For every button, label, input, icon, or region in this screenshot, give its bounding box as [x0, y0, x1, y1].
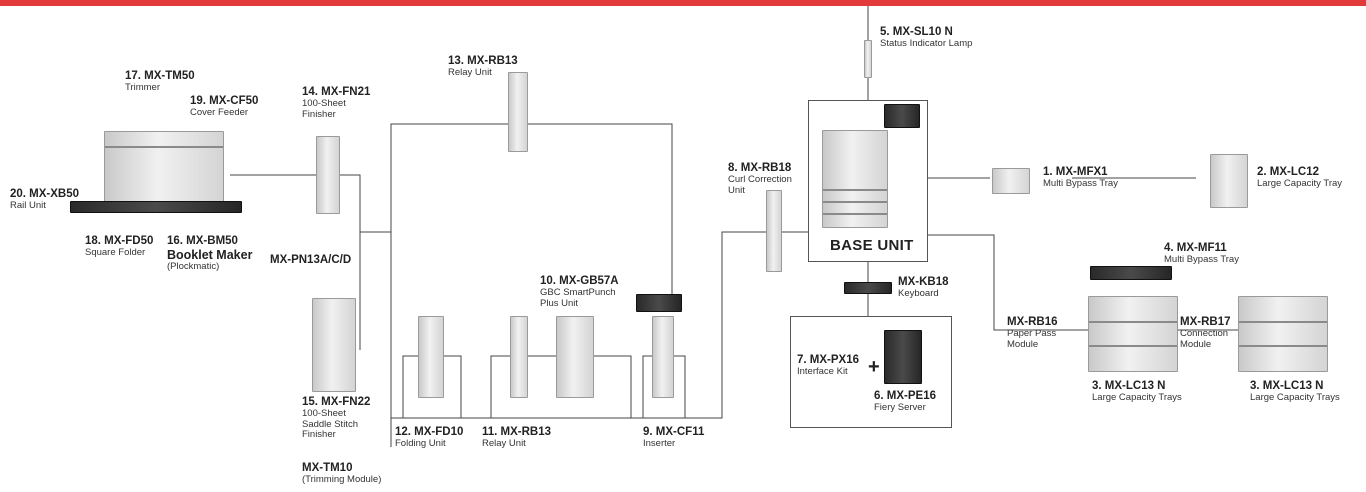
label-mx-pn13: MX-PN13A/C/D: [270, 254, 352, 266]
large-capacity-tray-2: [1210, 154, 1248, 208]
inserter-machine: [652, 316, 674, 398]
cover-feeder-machine: [104, 131, 224, 203]
keyboard-image: [844, 282, 892, 294]
rail-unit-base: [70, 201, 242, 213]
plus-sign: +: [868, 356, 880, 378]
base-unit-label: BASE UNIT: [830, 237, 914, 254]
base-unit-machine: [822, 130, 888, 228]
base-unit-control-panel: [884, 104, 920, 128]
fiery-server-image: [884, 330, 922, 384]
large-capacity-trays-3b: [1238, 296, 1328, 372]
saddle-finisher-machine: [312, 298, 356, 392]
top-accent-bar: [0, 0, 1366, 6]
finisher-21-machine: [316, 136, 340, 214]
curl-unit-machine: [766, 190, 782, 272]
bypass-tray-1: [992, 168, 1030, 194]
folding-unit-machine: [418, 316, 444, 398]
large-capacity-trays-3a: [1088, 296, 1178, 372]
status-lamp: [864, 40, 872, 78]
server-box: [790, 316, 952, 428]
gbc-punch-machine: [556, 316, 594, 398]
inserter-top: [636, 294, 682, 312]
bypass-tray-4: [1090, 266, 1172, 280]
relay-unit-bottom: [510, 316, 528, 398]
relay-unit-top: [508, 72, 528, 152]
label-mx-tm10: MX-TM10(Trimming Module): [302, 462, 382, 485]
